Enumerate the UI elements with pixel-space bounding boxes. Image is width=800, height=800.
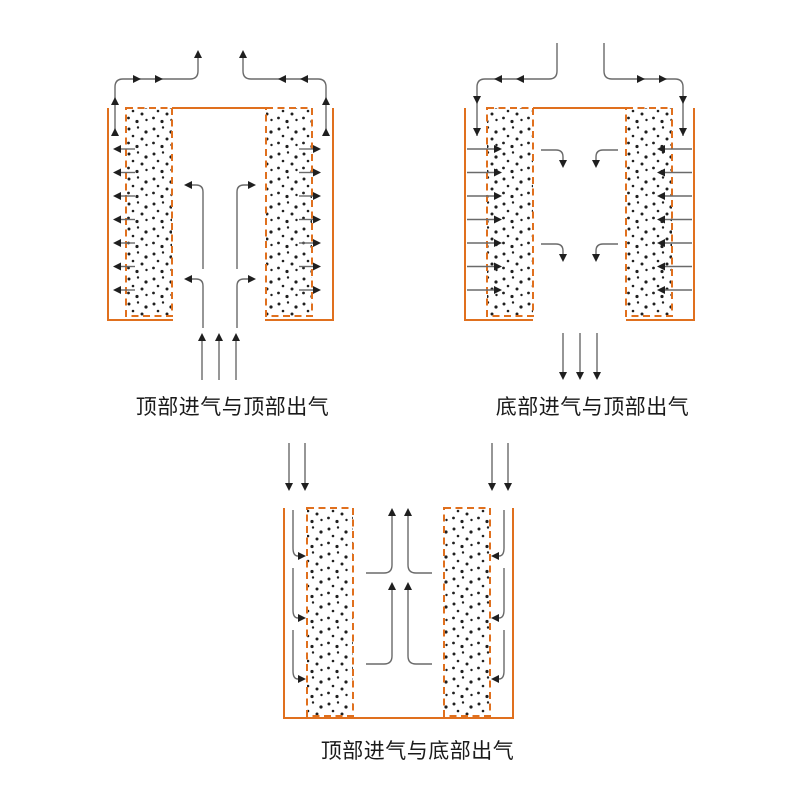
diagram-bottom-intake-top-outtake bbox=[464, 43, 695, 380]
adsorbent-bed-right bbox=[625, 107, 673, 317]
diagram-top-intake-bottom-outtake bbox=[283, 443, 514, 719]
diagram-top-intake-top-outtake bbox=[107, 50, 334, 380]
adsorbent-bed-left bbox=[486, 107, 534, 317]
vessel-outline bbox=[107, 107, 334, 321]
adsorbent-bed-left bbox=[125, 107, 173, 317]
caption-top-intake-top-outtake: 顶部进气与顶部出气 bbox=[135, 396, 330, 419]
adsorbent-bed-left bbox=[306, 507, 354, 717]
vessel-outline bbox=[283, 508, 514, 719]
caption-top-intake-bottom-outtake: 顶部进气与底部出气 bbox=[320, 740, 515, 763]
vessel-outline bbox=[464, 107, 695, 321]
flow-arrows bbox=[467, 43, 692, 380]
adsorbent-bed-right bbox=[443, 507, 491, 717]
adsorbent-bed-right bbox=[265, 107, 313, 317]
flow-arrows bbox=[111, 50, 330, 380]
caption-bottom-intake-top-outtake: 底部进气与顶部出气 bbox=[495, 396, 690, 419]
flow-arrows bbox=[285, 443, 512, 683]
